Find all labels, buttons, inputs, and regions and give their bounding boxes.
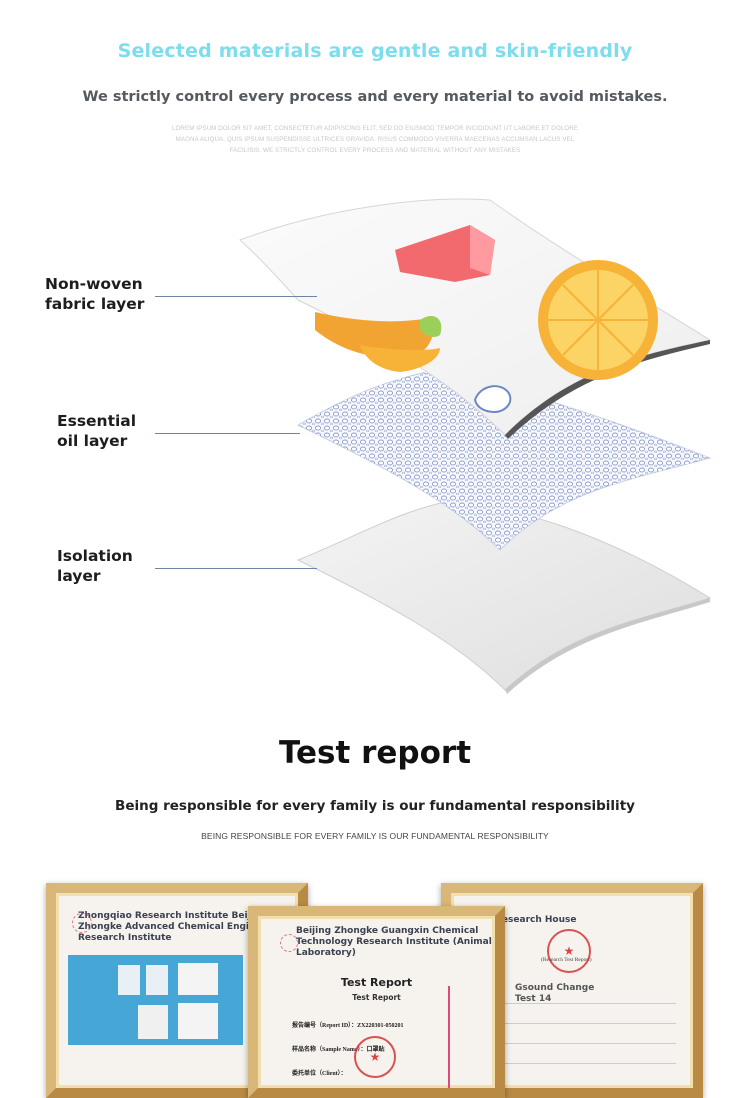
test-report-title: Test report xyxy=(278,735,472,771)
leader-line xyxy=(155,433,300,434)
red-stamp-icon: ★ xyxy=(354,1036,396,1078)
section-subtitle: We strictly control every process and ev… xyxy=(82,89,668,105)
red-stamp-icon: ★ xyxy=(547,929,591,973)
leader-line xyxy=(155,296,317,297)
certificate-heading: Beijing Zhongke Guangxin Chemical Techno… xyxy=(296,926,492,958)
test-report-caps: BEING RESPONSIBLE FOR EVERY FAMILY IS OU… xyxy=(201,831,549,841)
certificate-heading: Research House xyxy=(495,915,577,925)
layer-diagram xyxy=(239,198,712,694)
client: 委托单位（Client）： xyxy=(292,1071,347,1077)
leader-line xyxy=(155,568,317,569)
isolation-layer-sheet xyxy=(296,499,712,694)
certificate-photo xyxy=(68,955,243,1045)
banana-icon xyxy=(315,312,434,359)
report-subtitle: Test Report xyxy=(352,993,401,1002)
certificate-frame-center: Beijing Zhongke Guangxin Chemical Techno… xyxy=(248,906,505,1098)
report-title: Test Report xyxy=(340,976,413,989)
sample-name: 样品名称（Sample Name）：口罩贴 xyxy=(292,1047,385,1053)
non-woven-fabric-layer-sheet xyxy=(239,198,712,439)
seal-icon xyxy=(72,913,92,933)
certificate-overlay-text: Gsound Change Test 14 xyxy=(515,983,595,1004)
certificate-heading: Zhongqiao Research Institute Beijing Zho… xyxy=(78,911,288,943)
seal-icon xyxy=(280,934,298,952)
essential-oil-layer-sheet xyxy=(296,369,712,551)
bear-icon xyxy=(473,385,512,414)
test-report-subtitle: Being responsible for every family is ou… xyxy=(115,798,635,814)
report-id: 报告编号（Report ID）：ZX220301-050201 xyxy=(292,1023,404,1029)
seal-stripe xyxy=(448,986,450,1088)
fine-print: LOREM IPSUM DOLOR SIT AMET, CONSECTETUR … xyxy=(171,125,579,154)
section-title: Selected materials are gentle and skin-f… xyxy=(117,40,633,62)
